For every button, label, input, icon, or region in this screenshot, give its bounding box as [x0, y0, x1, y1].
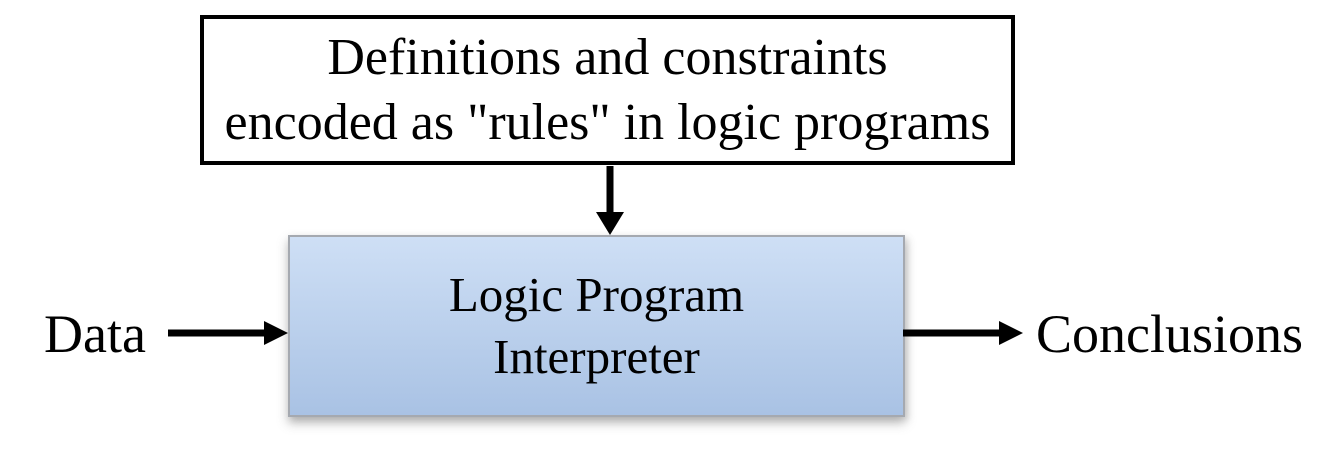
interpreter-box-line2: Interpreter	[493, 329, 700, 384]
interpreter-box: Logic Program Interpreter	[288, 235, 905, 417]
data-label: Data	[44, 304, 146, 364]
interpreter-box-line1: Logic Program	[448, 267, 745, 323]
rules-box-line1: Definitions and constraints	[327, 29, 888, 86]
rules-box: Definitions and constraints encoded as "…	[200, 15, 1015, 165]
conclusions-label: Conclusions	[1036, 304, 1304, 364]
down-arrow-icon	[596, 166, 624, 235]
data-input-arrow-icon	[168, 321, 288, 345]
conclusions-output-arrow-icon	[903, 321, 1023, 345]
rules-box-line2: encoded as "rules" in logic programs	[224, 94, 991, 151]
